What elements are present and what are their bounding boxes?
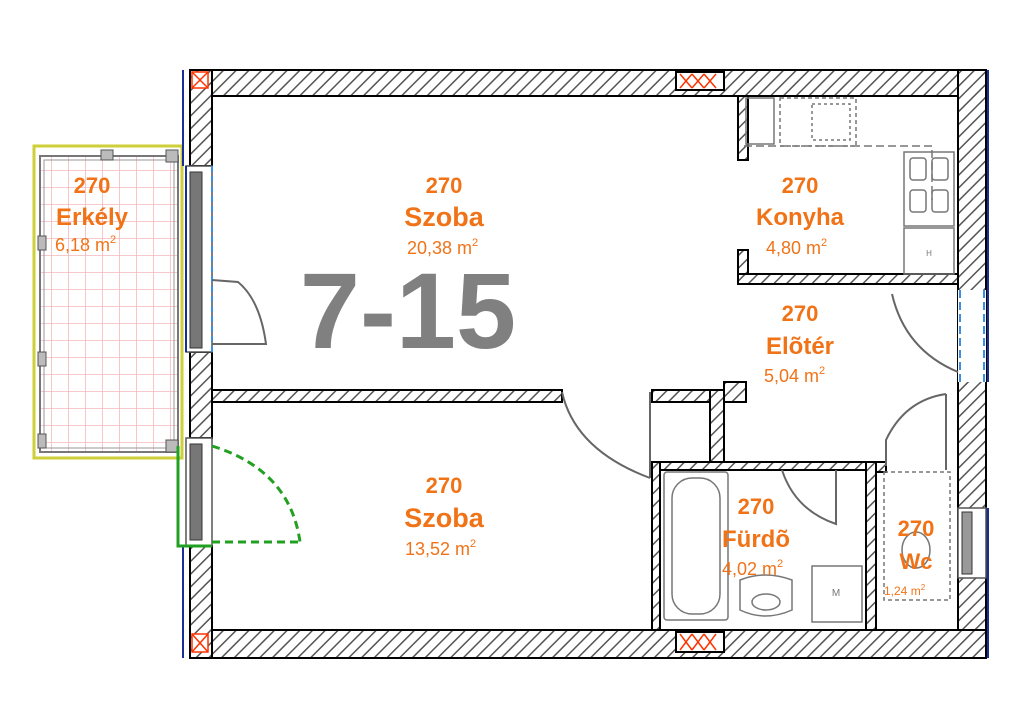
room-name: Szoba <box>404 503 484 533</box>
room-name: Fürdõ <box>722 526 790 553</box>
room-name: Wc <box>900 549 933 574</box>
balcony-door-green <box>176 444 302 548</box>
room-area: 1,24 m2 <box>884 583 926 598</box>
room-height: 270 <box>782 301 819 326</box>
room-label-erkely: 270 Erkély 6,18 m2 <box>55 173 129 255</box>
room-height: 270 <box>898 516 935 541</box>
room-height: 270 <box>782 173 819 198</box>
room-height: 270 <box>426 173 463 198</box>
room-area: 4,02 m2 <box>722 558 783 579</box>
room-name: Elõtér <box>766 333 834 360</box>
room-name: Konyha <box>756 204 845 231</box>
balcony <box>32 144 184 460</box>
doors <box>211 279 959 526</box>
kitchen-fixtures <box>744 97 955 275</box>
room-label-konyha: 270 Konyha 4,80 m2 <box>756 173 845 258</box>
room-label-szoba-1: 270 Szoba 20,38 m2 <box>404 173 484 258</box>
room-area: 5,04 m2 <box>764 365 825 386</box>
room-label-furdo: 270 Fürdõ 4,02 m2 <box>722 494 790 579</box>
bathroom-fixtures <box>663 471 951 623</box>
ventilation-shafts <box>191 71 725 653</box>
washer-label: M <box>832 588 840 599</box>
room-label-eloter: 270 Elõtér 5,04 m2 <box>764 301 834 386</box>
room-height: 270 <box>738 494 775 519</box>
room-name: Erkély <box>56 204 129 231</box>
room-label-szoba-2: 270 Szoba 13,52 m2 <box>404 473 484 559</box>
room-area: 4,80 m2 <box>766 237 827 258</box>
unit-number: 7-15 <box>300 250 516 371</box>
room-area: 6,18 m2 <box>55 234 116 255</box>
room-height: 270 <box>426 473 463 498</box>
room-name: Szoba <box>404 202 484 232</box>
room-height: 270 <box>74 173 111 198</box>
fridge-label: H <box>926 249 932 258</box>
room-area: 20,38 m2 <box>407 237 478 258</box>
room-label-wc: 270 Wc 1,24 m2 <box>884 516 934 598</box>
room-area: 13,52 m2 <box>405 538 476 559</box>
windows <box>182 70 989 658</box>
